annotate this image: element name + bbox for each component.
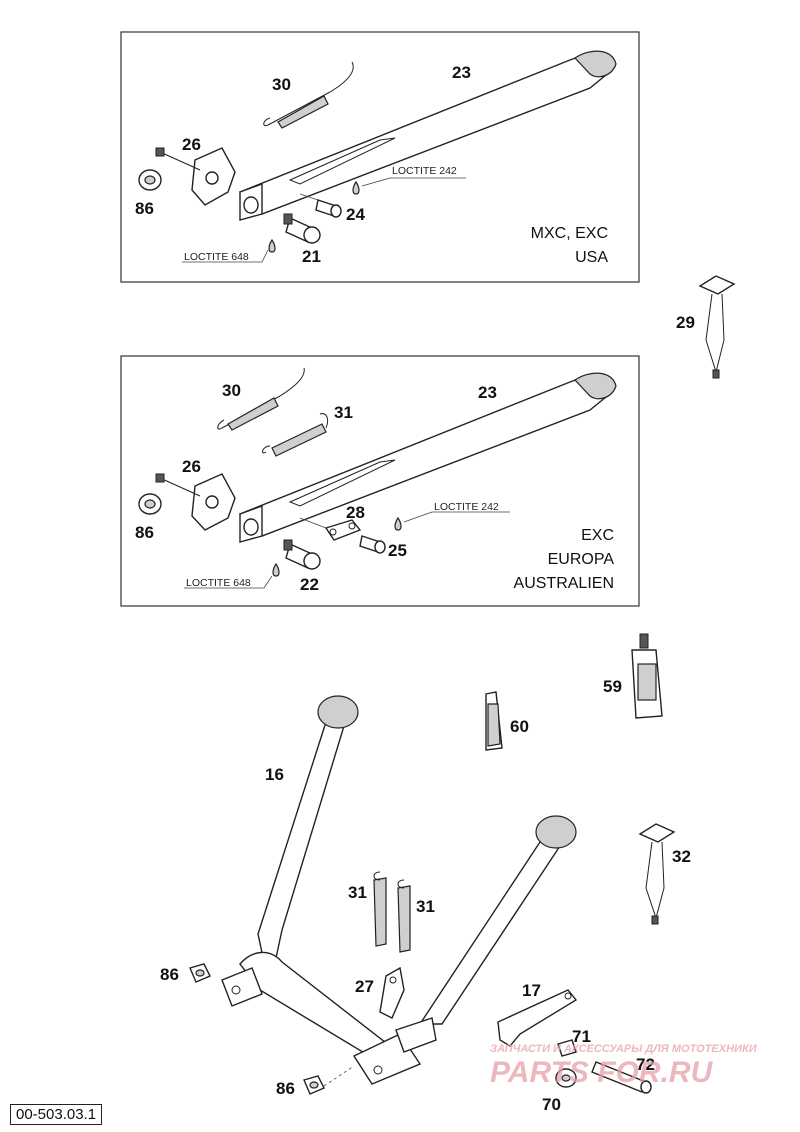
loctite-drop-icon	[272, 562, 280, 577]
bushing-70	[555, 1068, 577, 1088]
side-stand-leg	[238, 50, 617, 221]
callout-25: 25	[388, 541, 407, 560]
loctite-bottle-59	[631, 633, 663, 719]
center-stand-16	[221, 695, 577, 1085]
callout-86: 86	[160, 965, 179, 984]
note-loctite-648: LOCTITE 648	[186, 577, 251, 589]
callout-72: 72	[636, 1055, 655, 1074]
tool-32	[638, 823, 676, 925]
bolt-72	[591, 1061, 652, 1094]
callout-31: 31	[334, 403, 353, 422]
callout-16: 16	[265, 765, 284, 784]
callout-59: 59	[603, 677, 622, 696]
callout-26: 26	[182, 135, 201, 154]
callout-30: 30	[272, 75, 291, 94]
variant-line: AUSTRALIEN	[514, 575, 614, 592]
callout-22: 22	[300, 575, 319, 594]
callout-27: 27	[355, 977, 374, 996]
springs-31	[373, 871, 411, 953]
callout-28: 28	[346, 503, 365, 522]
spring-30	[263, 61, 354, 129]
callout-17: 17	[522, 981, 541, 1000]
panel-top: 30 23 26 86 24 21 LOCTITE 242 LOCTITE 64…	[120, 31, 640, 283]
loctite-drop-icon	[268, 238, 276, 253]
nut-86-a	[189, 963, 211, 983]
callout-86: 86	[135, 523, 154, 542]
spring-bracket-27	[379, 966, 405, 1019]
bolt-25	[359, 535, 386, 554]
variant-line: EUROPA	[548, 551, 615, 568]
diagram-id: 00-503.03.1	[10, 1104, 103, 1125]
pivot-bracket-26	[155, 147, 236, 206]
callout-86: 86	[276, 1079, 295, 1098]
grease-tube-60	[485, 691, 503, 751]
bolt-24	[315, 199, 342, 218]
bolt-22	[283, 539, 321, 570]
callout-32: 32	[672, 847, 691, 866]
callout-70: 70	[542, 1095, 561, 1114]
callout-30: 30	[222, 381, 241, 400]
callout-60: 60	[510, 717, 529, 736]
loctite-drop-icon	[394, 516, 402, 531]
watermark-tagline: ЗАПЧАСТИ И АКСЕССУАРЫ ДЛЯ МОТОТЕХНИКИ	[490, 1043, 758, 1055]
callout-71: 71	[572, 1027, 591, 1046]
nut-71	[557, 1039, 577, 1057]
callout-23: 23	[452, 63, 471, 82]
spring-30	[217, 367, 305, 431]
variant-line: EXC	[581, 527, 614, 544]
callout-31: 31	[348, 883, 367, 902]
watermark: ЗАПЧАСТИ И АКСЕССУАРЫ ДЛЯ МОТОТЕХНИКИ PA…	[490, 1043, 758, 1089]
note-loctite-242: LOCTITE 242	[392, 165, 457, 177]
loctite-drop-icon	[352, 180, 360, 195]
note-loctite-242: LOCTITE 242	[434, 501, 499, 513]
side-stand-leg	[238, 372, 617, 543]
plate-28	[324, 519, 362, 541]
bracket-17	[497, 989, 578, 1047]
variant-line: USA	[575, 249, 608, 266]
variant-line: MXC, EXC	[531, 225, 608, 242]
callout-31: 31	[416, 897, 435, 916]
note-loctite-648: LOCTITE 648	[184, 251, 249, 263]
bolt-21	[283, 213, 321, 244]
callout-86: 86	[135, 199, 154, 218]
callout-23: 23	[478, 383, 497, 402]
watermark-brand: PARTS FOR.RU	[490, 1056, 714, 1089]
spring-31	[262, 413, 329, 457]
callout-21: 21	[302, 247, 321, 266]
callout-29: 29	[676, 313, 695, 332]
nut-86	[138, 169, 162, 191]
pivot-bracket-26	[155, 473, 236, 531]
callout-26: 26	[182, 457, 201, 476]
nut-86	[138, 493, 162, 515]
nut-86-b	[303, 1075, 325, 1095]
callout-24: 24	[346, 205, 365, 224]
panel-middle: 30 31 23 26 86 28 25 22 LOCTITE 242 LOCT…	[120, 355, 640, 607]
tool-29	[698, 275, 736, 379]
